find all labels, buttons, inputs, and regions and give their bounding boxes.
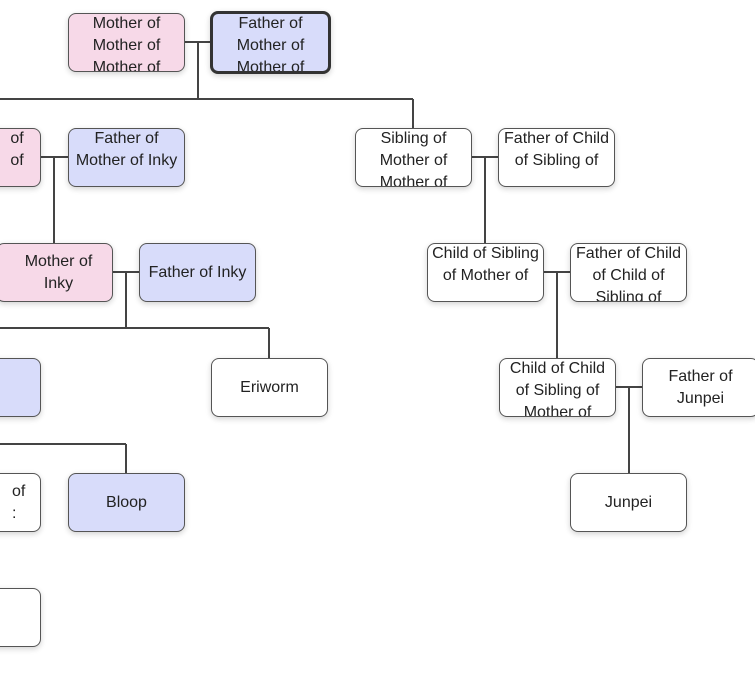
person-name: Mother of Inky bbox=[24, 252, 93, 292]
person-name: Child of Sibling of Mother of bbox=[432, 245, 539, 284]
person-node-junpei[interactable]: Junpei bbox=[570, 473, 687, 532]
person-node-sibling-of-mother-of-mother[interactable]: Sibling of Mother of Mother of bbox=[355, 128, 472, 187]
person-name: Father of Child of Child of Sibling of bbox=[576, 245, 681, 302]
person-node-father-of-junpei[interactable]: Father of Junpei bbox=[642, 358, 755, 417]
person-node-eriworm[interactable]: Eriworm bbox=[211, 358, 328, 417]
person-node-mother-of-mother-partial[interactable]: of of bbox=[0, 128, 41, 187]
person-name: Father of Junpei bbox=[668, 367, 733, 407]
person-name: Father of Mother of Inky bbox=[75, 130, 178, 169]
person-node-bloop-partner-partial[interactable]: of : bbox=[0, 473, 41, 532]
person-name: Mother of Mother of Mother of bbox=[92, 15, 161, 72]
person-name: Child of Child of Sibling of Mother of bbox=[509, 360, 606, 417]
person-name: of : bbox=[12, 482, 26, 522]
person-node-father-of-child-of-child[interactable]: Father of Child of Child of Sibling of bbox=[570, 243, 687, 302]
person-name: Father of Mother of Mother of bbox=[236, 15, 305, 74]
person-node-father-of-mother-of-mother[interactable]: Father of Mother of Mother of bbox=[210, 11, 331, 74]
person-node-mother-of-mother-of-mother[interactable]: Mother of Mother of Mother of bbox=[68, 13, 185, 72]
person-node-father-of-mother-of-inky[interactable]: Father of Mother of Inky bbox=[68, 128, 185, 187]
person-name: of of bbox=[10, 130, 24, 169]
person-node-child-of-sibling[interactable]: Child of Sibling of Mother of bbox=[427, 243, 544, 302]
person-name: Father of Inky bbox=[148, 263, 247, 281]
person-node-inky-partial[interactable] bbox=[0, 358, 41, 417]
person-node-bottom-partial[interactable] bbox=[0, 588, 41, 647]
person-name: Eriworm bbox=[240, 378, 299, 396]
person-node-bloop[interactable]: Bloop bbox=[68, 473, 185, 532]
person-node-father-of-inky[interactable]: Father of Inky bbox=[139, 243, 256, 302]
person-name: Bloop bbox=[106, 493, 147, 511]
person-name: Sibling of Mother of Mother of bbox=[379, 130, 448, 187]
person-node-child-of-child-of-sibling[interactable]: Child of Child of Sibling of Mother of bbox=[499, 358, 616, 417]
person-node-mother-of-inky[interactable]: Mother of Inky bbox=[0, 243, 113, 302]
person-name: Junpei bbox=[604, 493, 653, 511]
person-node-father-of-child-of-sibling[interactable]: Father of Child of Sibling of bbox=[498, 128, 615, 187]
person-name: Father of Child of Sibling of bbox=[504, 130, 609, 169]
